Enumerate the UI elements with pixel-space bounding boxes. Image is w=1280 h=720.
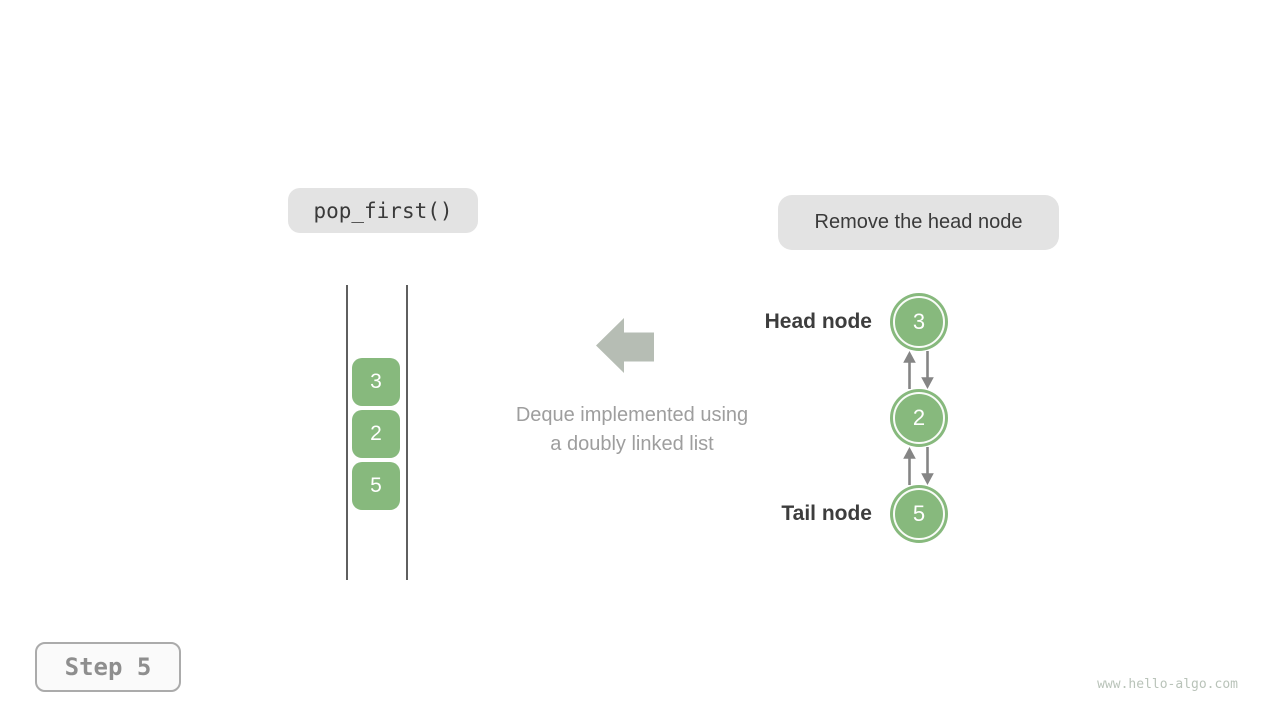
tail-node-label: Tail node xyxy=(781,502,872,525)
deque-cell-1: 2 xyxy=(352,410,400,458)
operation-label: pop_first() xyxy=(288,188,478,233)
caption-line-1: Deque implemented using xyxy=(515,404,749,426)
linked-list-node-1: 2 xyxy=(890,389,948,447)
left-block-arrow-icon xyxy=(596,318,654,373)
watermark: www.hello-algo.com xyxy=(1097,677,1238,692)
doubly-linked-arrows-1 xyxy=(903,447,934,485)
step-badge: Step 5 xyxy=(35,642,181,692)
action-description-label: Remove the head node xyxy=(778,195,1059,250)
linked-list-node-2: 5 xyxy=(890,485,948,543)
caption-line-2: a doubly linked list xyxy=(550,433,714,455)
head-node-label: Head node xyxy=(764,310,872,333)
linked-list-node-0: 3 xyxy=(890,293,948,351)
caption: Deque implemented using a doubly linked … xyxy=(462,401,802,459)
deque-left-wall xyxy=(346,285,348,580)
deque-right-wall xyxy=(406,285,408,580)
doubly-linked-arrows-0 xyxy=(903,351,934,389)
deque-cell-0: 3 xyxy=(352,358,400,406)
deque-cell-2: 5 xyxy=(352,462,400,510)
